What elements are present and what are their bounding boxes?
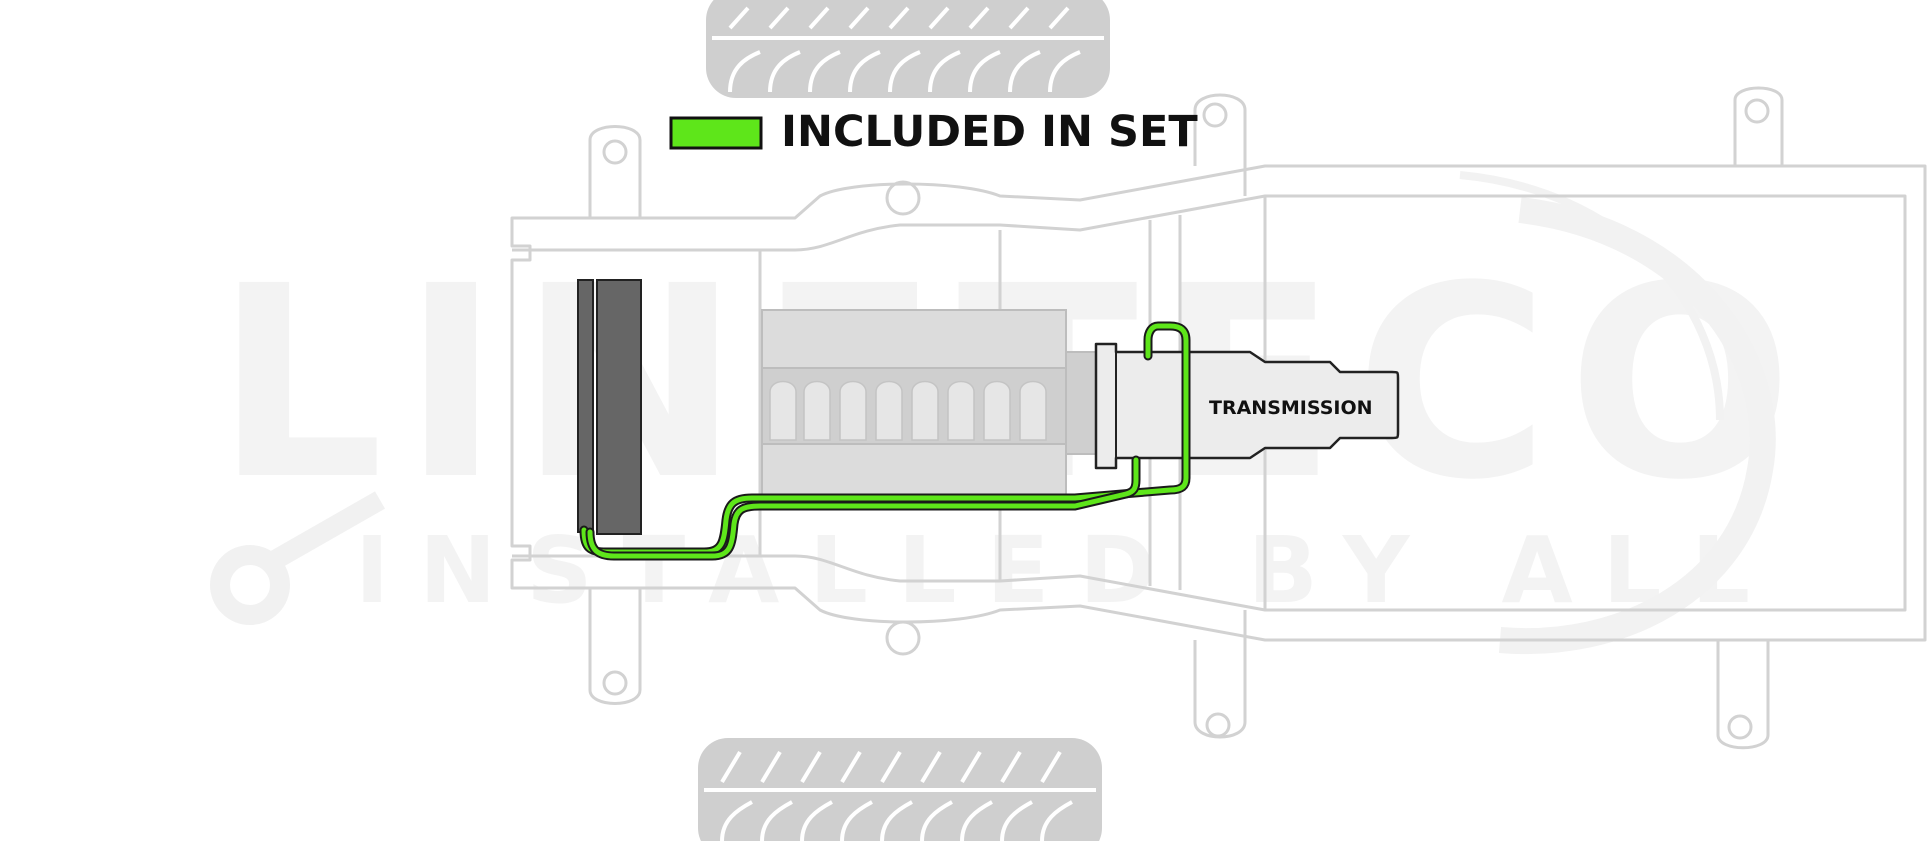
swoosh-logo-icon [1459,171,1776,654]
transmission-cooler [577,279,642,535]
legend: INCLUDED IN SET [669,107,1198,157]
front-tire-top-icon [706,0,1110,98]
legend-swatch [669,116,763,150]
transmission-housing: TRANSMISSION [1094,342,1400,470]
front-tire-bottom-icon [698,738,1102,841]
cooler-lines [579,321,1191,561]
engine-block [761,309,1097,499]
transmission-label: TRANSMISSION [1209,397,1373,419]
legend-label: INCLUDED IN SET [781,107,1198,157]
wrench-logo-icon [210,491,385,625]
